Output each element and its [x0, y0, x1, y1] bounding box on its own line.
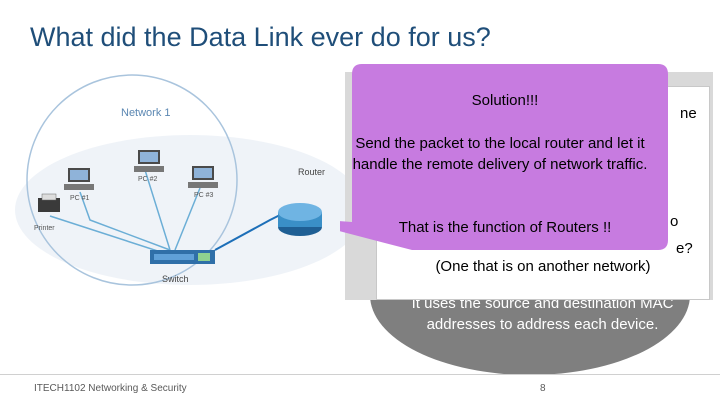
- slide-title: What did the Data Link ever do for us?: [30, 22, 491, 52]
- router-icon: [278, 203, 322, 236]
- card-text-fragment: e?: [676, 240, 693, 257]
- pc1-computer-icon: [64, 168, 94, 190]
- printer-label: Printer: [34, 225, 55, 232]
- pc3-label: PC #3: [194, 192, 214, 199]
- footer-divider: [0, 374, 720, 375]
- card-text-line: (One that is on another network): [435, 258, 651, 275]
- cable-pc2: [144, 169, 171, 251]
- network-label: Network 1: [121, 107, 171, 119]
- callout-shape: [340, 64, 668, 250]
- callout-title: Solution!!!: [471, 92, 539, 109]
- floor-shadow: [15, 135, 365, 285]
- page-number: 8: [540, 383, 546, 394]
- cable-pc1: [79, 191, 171, 251]
- router-label: Router: [298, 167, 325, 177]
- callout-footer: That is the function of Routers !!: [398, 219, 612, 236]
- pc1-label: PC #1: [70, 195, 90, 202]
- card-text-fragment: o: [670, 213, 679, 230]
- cable-printer: [49, 215, 171, 256]
- card-text-fragment: ne: [680, 105, 697, 122]
- printer-icon: [38, 193, 60, 212]
- footer-course: ITECH1102 Networking & Security: [34, 383, 187, 394]
- pc2-label: PC #2: [138, 176, 158, 183]
- switch-label: Switch: [162, 274, 189, 284]
- cable-pc3: [174, 187, 201, 251]
- network-diagram: Network 1 PC #1 PC #2 PC #3 Printer Swit…: [15, 74, 365, 286]
- switch-icon: [150, 250, 215, 264]
- pc2-computer-icon: [134, 150, 164, 172]
- network-boundary: [26, 74, 238, 286]
- pc3-computer-icon: [188, 166, 218, 188]
- solution-callout: [340, 64, 668, 250]
- callout-body: Send the packet to the local router and …: [352, 135, 648, 173]
